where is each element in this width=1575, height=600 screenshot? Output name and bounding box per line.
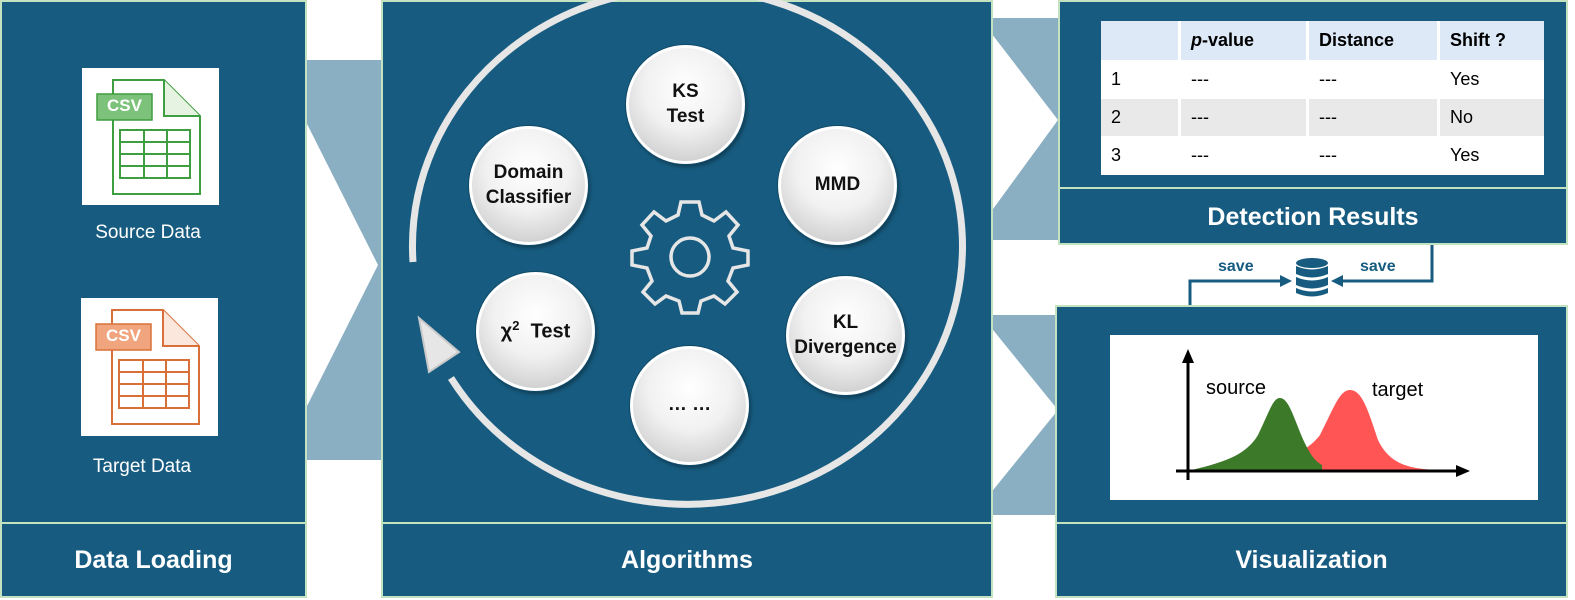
csv-file-icon: [96, 79, 201, 195]
source-label: source: [1206, 377, 1266, 399]
cycle-arrow: [409, 0, 966, 508]
mmd-label: MMD: [814, 174, 861, 196]
detection-results-title: Detection Results: [1058, 187, 1568, 245]
save-label-left: save: [1218, 258, 1254, 275]
results-table: p-value Distance Shift ? 1 --- --- Yes 2…: [1101, 21, 1544, 175]
chi-test-label: Test: [530, 320, 571, 343]
target-label: target: [1372, 379, 1424, 401]
more-label: … …: [667, 394, 712, 416]
x-axis-arrow-icon: [1456, 465, 1470, 477]
ks-line2: Test: [666, 105, 705, 127]
kl-line2: Divergence: [794, 336, 897, 358]
algorithms-footer: [381, 522, 993, 598]
row-shift: Yes: [1450, 69, 1480, 89]
row-p-value: ---: [1179, 60, 1309, 99]
distribution-plot: source target: [1110, 335, 1538, 500]
target-csv-badge: CSV: [106, 326, 141, 345]
target-file-card[interactable]: CSV: [81, 298, 218, 436]
table-row: 3 --- --- Yes: [1101, 136, 1544, 175]
row-id: 3: [1101, 136, 1181, 175]
algorithms-title: Algorithms: [621, 545, 753, 574]
row-distance: ---: [1307, 136, 1440, 175]
source-data-label: Source Data: [95, 222, 201, 243]
results-header-row: p-value Distance Shift ?: [1101, 21, 1544, 61]
connector-loading-to-algorithms: [300, 60, 385, 460]
visualization-title: Visualization: [1235, 545, 1388, 574]
csv-file-icon: [95, 309, 200, 425]
row-p-value: ---: [1179, 98, 1309, 137]
row-distance: ---: [1307, 98, 1440, 137]
algorithm-chi-square-test[interactable]: χ2 Test: [476, 272, 595, 391]
data-loading-footer: [0, 522, 307, 598]
cycle-arrowhead: [417, 315, 461, 374]
kl-line1: KL: [832, 311, 859, 333]
source-distribution: [1188, 398, 1322, 471]
header-id: [1101, 21, 1181, 61]
row-shift: Yes: [1450, 145, 1480, 165]
source-csv-badge: CSV: [107, 96, 142, 115]
algorithm-more[interactable]: … …: [630, 346, 749, 465]
algorithm-mmd[interactable]: MMD: [778, 126, 897, 245]
chi-symbol: χ: [500, 320, 513, 343]
algorithm-ks-test[interactable]: KS Test: [626, 45, 745, 164]
table-row: 2 --- --- No: [1101, 98, 1544, 137]
target-data-label: Target Data: [92, 456, 192, 477]
gear-icon: [630, 200, 750, 315]
row-distance: ---: [1307, 60, 1440, 99]
chi-superscript: 2: [512, 318, 520, 334]
domain-line2: Classifier: [485, 186, 572, 208]
distribution-curves: source target: [1176, 349, 1470, 480]
data-loading-title: Data Loading: [74, 545, 233, 574]
table-row: 1 --- --- Yes: [1101, 60, 1544, 99]
p-italic: p: [1191, 30, 1202, 50]
connector-algorithms-to-visualization: [985, 315, 1062, 515]
visualization-footer: [1055, 522, 1568, 598]
algorithm-kl-divergence[interactable]: KL Divergence: [786, 276, 905, 395]
row-id: 1: [1101, 60, 1181, 99]
header-distance: Distance: [1307, 21, 1440, 61]
source-file-card[interactable]: CSV: [82, 68, 219, 205]
domain-line1: Domain: [493, 161, 564, 183]
target-distribution: [1188, 390, 1440, 471]
p-rest: -value: [1202, 30, 1255, 50]
database-icon: [1296, 258, 1328, 297]
header-shift: Shift ?: [1438, 21, 1544, 61]
row-p-value: ---: [1179, 136, 1309, 175]
row-shift: No: [1438, 98, 1544, 137]
header-p-value: p-value: [1179, 21, 1309, 61]
algorithm-domain-classifier[interactable]: Domain Classifier: [469, 126, 588, 245]
y-axis-arrow-icon: [1182, 349, 1194, 363]
row-id: 2: [1101, 98, 1181, 137]
save-label-right: save: [1360, 258, 1396, 275]
connector-algorithms-to-results: [985, 18, 1062, 240]
ks-line1: KS: [672, 80, 699, 102]
